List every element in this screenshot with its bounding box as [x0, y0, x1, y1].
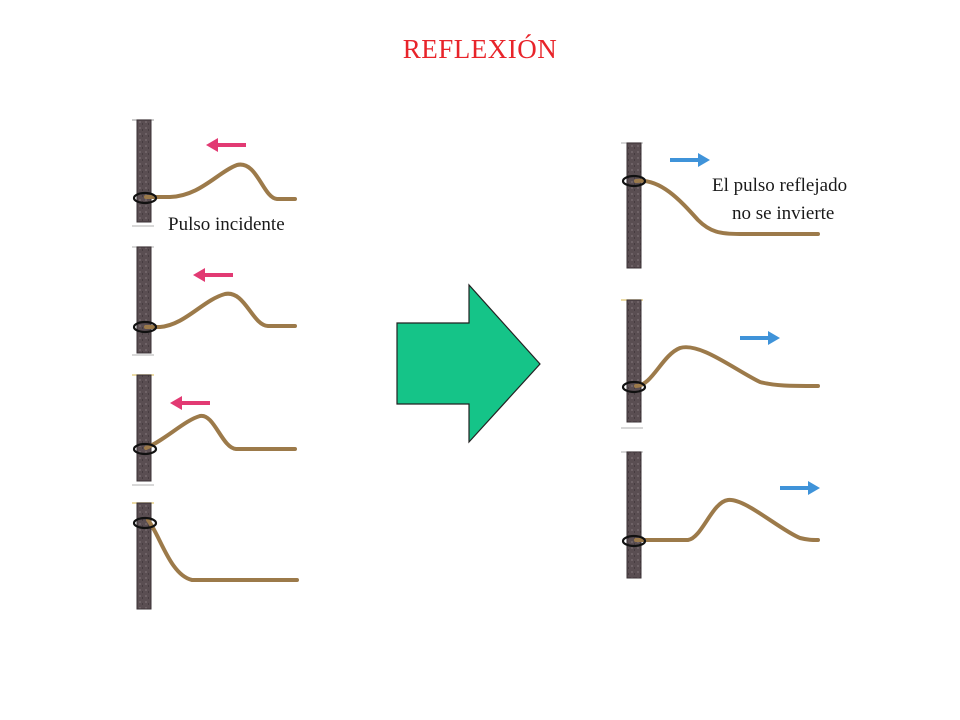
incident-arrow-icon: [206, 138, 246, 152]
rope: [634, 178, 820, 236]
pole: [136, 246, 152, 354]
reflected-label-line2: no se invierte: [732, 203, 834, 224]
incident-panel-4: [132, 502, 299, 610]
incident-panel-2: [132, 246, 297, 356]
incident-arrow-icon: [193, 268, 233, 282]
rope: [634, 345, 820, 388]
incident-panel-3: [132, 374, 297, 486]
reflected-arrow-icon: [780, 481, 820, 495]
reflected-label-line1: El pulso reflejado: [712, 175, 847, 196]
ring: [132, 320, 158, 334]
rope: [144, 413, 297, 451]
pole: [626, 299, 642, 423]
ring: [621, 534, 647, 548]
reflected-panel-3: [621, 451, 820, 579]
ring: [621, 380, 647, 394]
ring: [132, 191, 158, 205]
ring: [132, 516, 158, 530]
rope: [634, 497, 820, 542]
incident-label: Pulso incidente: [168, 214, 285, 235]
rope: [144, 291, 297, 329]
ring: [621, 174, 647, 188]
pole: [136, 374, 152, 482]
ring: [132, 442, 158, 456]
transition-arrow-icon: [396, 283, 541, 444]
reflected-arrow-icon: [740, 331, 780, 345]
rope: [144, 162, 297, 201]
pole: [626, 142, 642, 269]
slide-title: REFLEXIÓN: [402, 34, 558, 64]
incident-panel-1: Pulso incidente: [132, 119, 297, 235]
reflected-arrow-icon: [670, 153, 710, 167]
reflected-panel-2: [621, 299, 820, 429]
pole: [626, 451, 642, 579]
reflected-panel-1: El pulso reflejado no se invierte: [621, 142, 847, 269]
pole: [136, 119, 152, 223]
incident-arrow-icon: [170, 396, 210, 410]
rope: [146, 518, 299, 582]
pole: [136, 502, 152, 610]
